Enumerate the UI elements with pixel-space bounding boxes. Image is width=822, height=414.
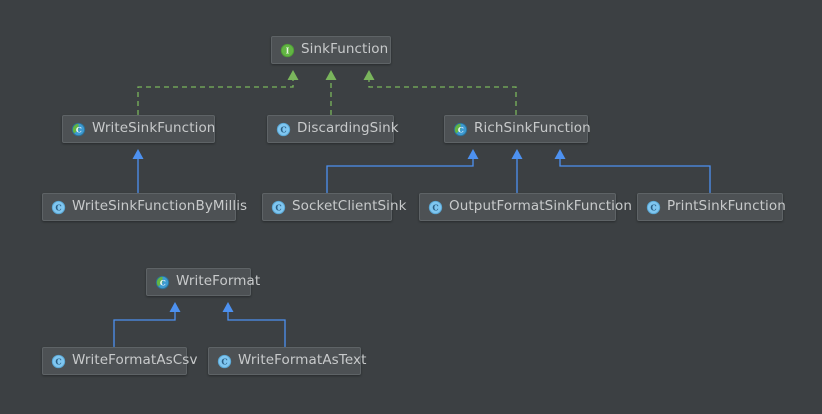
edge-arrowhead [511, 149, 523, 159]
class-node-label: WriteFormatAsText [238, 352, 367, 369]
class-node-label: RichSinkFunction [474, 120, 591, 137]
svg-text:C: C [650, 203, 656, 212]
class-node-WriteSinkFunctionByMillis[interactable]: C WriteSinkFunctionByMillis [42, 193, 247, 221]
class-node-DiscardingSink[interactable]: C DiscardingSink [267, 115, 399, 143]
class-icon: C [276, 122, 291, 137]
class-icon: C [51, 354, 66, 369]
class-icon: C [51, 200, 66, 215]
svg-text:C: C [160, 278, 166, 287]
class-node-SocketClientSink[interactable]: C SocketClientSink [262, 193, 406, 221]
svg-text:C: C [275, 203, 281, 212]
edge-PrintSinkFunction-to-RichSinkFunction [559, 159, 711, 193]
class-node-label: WriteSinkFunction [92, 120, 216, 137]
class-node-RichSinkFunction[interactable]: C RichSinkFunction [444, 115, 591, 143]
edge-arrowhead [132, 149, 144, 159]
class-node-label: WriteSinkFunctionByMillis [72, 198, 248, 215]
class-node-WriteFormatAsText[interactable]: C WriteFormatAsText [208, 347, 366, 375]
svg-text:C: C [458, 125, 464, 134]
edge-arrowhead [222, 302, 234, 312]
svg-text:C: C [55, 357, 61, 366]
class-node-SinkFunction[interactable]: I SinkFunction [271, 36, 391, 64]
class-node-WriteFormatAsCsv[interactable]: C WriteFormatAsCsv [42, 347, 197, 375]
edge-WriteFormatAsCsv-to-WriteFormat [113, 312, 176, 347]
edge-arrowhead [363, 70, 375, 80]
svg-text:C: C [280, 125, 286, 134]
edge-SocketClientSink-to-RichSinkFunction [326, 159, 474, 193]
svg-text:C: C [432, 203, 438, 212]
class-node-label: SinkFunction [301, 41, 389, 58]
class-node-OutputFormatSinkFunction[interactable]: C OutputFormatSinkFunction [419, 193, 632, 221]
edge-WriteSinkFunction-to-SinkFunction [137, 80, 294, 115]
edge-arrowhead [287, 70, 299, 80]
interface-icon: I [280, 43, 295, 58]
svg-text:I: I [286, 46, 290, 55]
abstract-class-icon: C [155, 275, 170, 290]
class-node-WriteFormat[interactable]: C WriteFormat [146, 268, 260, 296]
class-node-label: SocketClientSink [292, 198, 407, 215]
class-node-label: WriteFormatAsCsv [72, 352, 198, 369]
edge-arrowhead [467, 149, 479, 159]
edge-arrowhead [554, 149, 566, 159]
svg-text:C: C [76, 125, 82, 134]
edge-arrowhead [169, 302, 181, 312]
edge-RichSinkFunction-to-SinkFunction [368, 80, 517, 115]
abstract-class-icon: C [453, 122, 468, 137]
svg-text:C: C [55, 203, 61, 212]
class-node-label: OutputFormatSinkFunction [449, 198, 632, 215]
svg-text:C: C [221, 357, 227, 366]
class-node-label: PrintSinkFunction [667, 198, 786, 215]
abstract-class-icon: C [71, 122, 86, 137]
class-node-label: DiscardingSink [297, 120, 399, 137]
class-icon: C [646, 200, 661, 215]
edge-arrowhead [325, 70, 337, 80]
edge-WriteFormatAsText-to-WriteFormat [227, 312, 286, 347]
class-node-label: WriteFormat [176, 273, 261, 290]
class-icon: C [271, 200, 286, 215]
class-icon: C [217, 354, 232, 369]
class-node-PrintSinkFunction[interactable]: C PrintSinkFunction [637, 193, 786, 221]
class-icon: C [428, 200, 443, 215]
class-node-WriteSinkFunction[interactable]: C WriteSinkFunction [62, 115, 215, 143]
